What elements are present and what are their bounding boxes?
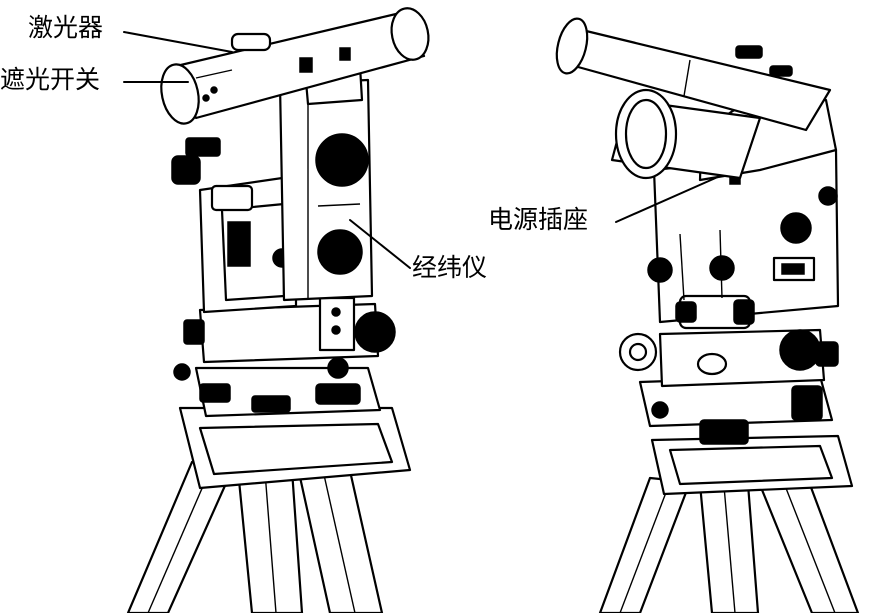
right-instrument	[555, 17, 860, 613]
left-main-body	[171, 54, 374, 314]
theodolite-leader-line	[349, 219, 411, 269]
left-laser-tube	[160, 7, 430, 125]
laser-leader-line	[123, 31, 233, 53]
right-tripod	[598, 434, 860, 613]
left-tribrach	[173, 357, 382, 418]
right-lower-body	[618, 328, 839, 388]
socket-label: 电源插座	[488, 205, 589, 234]
left-lower-body	[183, 296, 396, 364]
right-laser-tube	[555, 17, 832, 180]
theodolite-label: 经纬仪	[412, 253, 488, 282]
socket-leader-line	[615, 175, 721, 223]
left-instrument	[123, 7, 430, 613]
right-tribrach	[638, 374, 834, 445]
left-tripod	[126, 406, 412, 613]
laser-label: 激光器	[28, 13, 104, 42]
shutter-label: 遮光开关	[0, 65, 101, 94]
